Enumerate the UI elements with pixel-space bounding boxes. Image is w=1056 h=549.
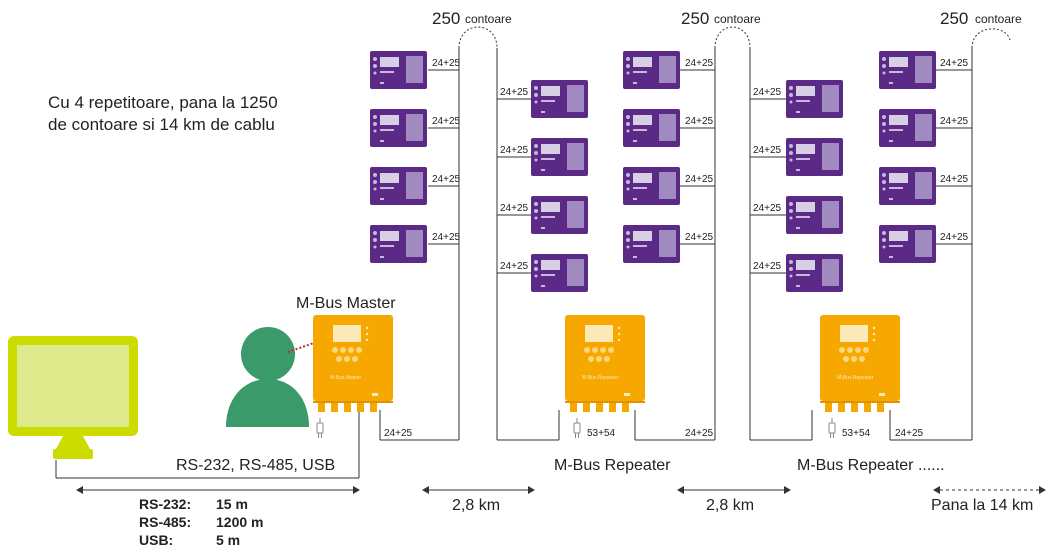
intro-line-1: Cu 4 repetitoare, pana la 1250 — [48, 93, 278, 112]
m-bus-meter-icon — [623, 109, 680, 147]
distance-label: 2,8 km — [452, 497, 500, 514]
m-bus-meter-icon — [370, 109, 427, 147]
m-bus-meter-icon — [623, 225, 680, 263]
m-bus-repeater-device: M-Bus Repeater — [820, 315, 900, 412]
terminal-label: 24+25 — [685, 174, 714, 185]
bus-wiring — [55, 26, 1011, 479]
m-bus-meter-icon — [879, 109, 936, 147]
segment-count: 250 — [940, 9, 968, 28]
terminal-label: 24+25 — [895, 428, 924, 439]
terminal-label: 24+25 — [685, 116, 714, 127]
m-bus-meter-icon — [531, 196, 588, 234]
m-bus-meter-icon — [531, 80, 588, 118]
meter-terminal-labels: 24+25 24+25 24+25 24+25 24+25 24+25 24+2… — [432, 58, 969, 272]
terminal-label: 24+25 — [940, 174, 969, 185]
repeater-title: M-Bus Repeater ...... — [797, 457, 945, 474]
m-bus-meter-icon — [786, 80, 843, 118]
segment-header-3: 250 contoare — [940, 9, 1022, 28]
segment-count: 250 — [432, 9, 460, 28]
m-bus-meter-icon — [370, 167, 427, 205]
intro-line-2: de contoare si 14 km de cablu — [48, 115, 275, 134]
terminal-label: 24+25 — [753, 145, 782, 156]
terminal-label: 24+25 — [432, 116, 461, 127]
power-terminal-label: 53+54 — [587, 428, 616, 439]
m-bus-meter-icon — [531, 138, 588, 176]
segment-unit: contoare — [714, 12, 761, 26]
interface-distance-table: RS-232: 15 m RS-485: 1200 m USB: 5 m — [139, 496, 263, 548]
segment-count: 250 — [681, 9, 709, 28]
terminal-label: 24+25 — [685, 428, 714, 439]
m-bus-meter-icon — [879, 51, 936, 89]
distance-label: Pana la 14 km — [931, 497, 1033, 514]
master-title: M-Bus Master — [296, 295, 396, 312]
interface-name: RS-485: — [139, 514, 191, 530]
interface-name: USB: — [139, 532, 173, 548]
m-bus-meter-icon — [786, 254, 843, 292]
terminal-label: 24+25 — [500, 87, 529, 98]
m-bus-meter-icon — [623, 51, 680, 89]
m-bus-meter-icon — [370, 225, 427, 263]
m-bus-device-icon — [565, 315, 645, 412]
m-bus-repeater-device: M-Bus Repeater — [565, 315, 645, 412]
terminal-label: 24+25 — [940, 58, 969, 69]
distance-label: 2,8 km — [706, 497, 754, 514]
terminal-label: 24+25 — [500, 261, 529, 272]
terminal-label: 24+25 — [432, 232, 461, 243]
m-bus-meter-icon — [531, 254, 588, 292]
m-bus-meter-icon — [370, 51, 427, 89]
segment-unit: contoare — [465, 12, 512, 26]
monitor-icon — [8, 336, 138, 459]
interface-distance: 5 m — [216, 532, 240, 548]
m-bus-master-device: M-Bus Master — [313, 315, 393, 412]
person-icon — [226, 327, 309, 427]
terminal-label: 24+25 — [753, 87, 782, 98]
plug-icon — [828, 417, 836, 439]
segment-unit: contoare — [975, 12, 1022, 26]
interface-distance: 1200 m — [216, 514, 263, 530]
device-panel-text: M-Bus Master — [330, 375, 361, 381]
terminal-label: 24+25 — [940, 232, 969, 243]
device-panel-text: M-Bus Repeater — [582, 375, 619, 381]
segment-header-2: 250 contoare — [681, 9, 761, 28]
bus-terminal-labels: 24+25 24+25 24+25 53+54 53+54 — [384, 428, 924, 439]
m-bus-meter-icon — [623, 167, 680, 205]
terminal-label: 24+25 — [940, 116, 969, 127]
device-panel-text: M-Bus Repeater — [837, 375, 874, 381]
segment-header-1: 250 contoare — [432, 9, 512, 28]
interface-name: RS-232: — [139, 496, 191, 512]
terminal-label: 24+25 — [753, 203, 782, 214]
m-bus-meter-icon — [879, 167, 936, 205]
m-bus-device-icon — [820, 315, 900, 412]
terminal-label: 24+25 — [685, 58, 714, 69]
meters — [370, 51, 936, 292]
m-bus-meter-icon — [786, 196, 843, 234]
interface-distance: 15 m — [216, 496, 248, 512]
terminal-label: 24+25 — [432, 58, 461, 69]
terminal-label: 24+25 — [384, 428, 413, 439]
plug-icon — [316, 417, 324, 439]
terminal-label: 24+25 — [685, 232, 714, 243]
m-bus-meter-icon — [879, 225, 936, 263]
repeater-title: M-Bus Repeater — [554, 457, 671, 474]
terminal-label: 24+25 — [753, 261, 782, 272]
plug-icon — [573, 417, 581, 439]
m-bus-device-icon — [313, 315, 393, 412]
m-bus-meter-icon — [786, 138, 843, 176]
terminal-label: 24+25 — [432, 174, 461, 185]
terminal-label: 24+25 — [500, 203, 529, 214]
interface-label: RS-232, RS-485, USB — [176, 457, 335, 474]
terminal-label: 24+25 — [500, 145, 529, 156]
power-terminal-label: 53+54 — [842, 428, 871, 439]
